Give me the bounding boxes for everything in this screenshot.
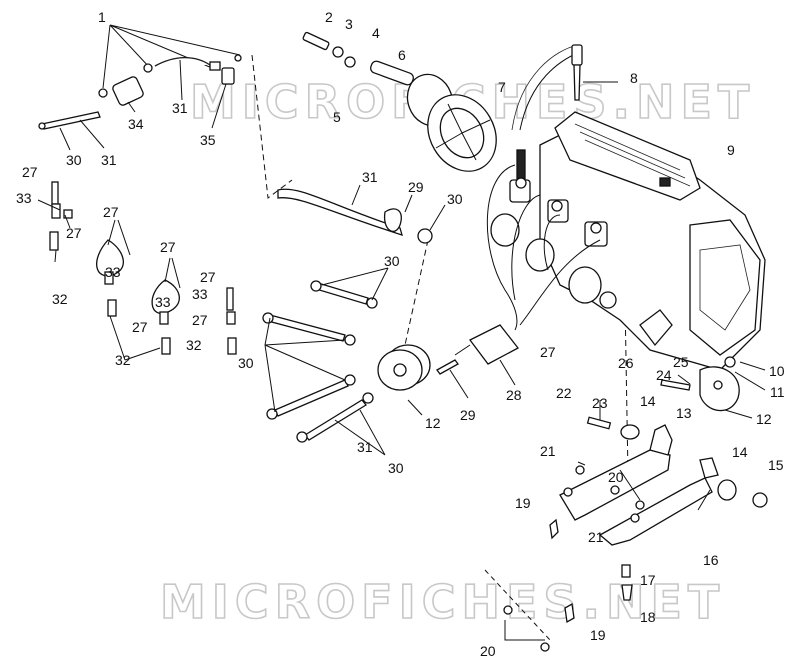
fuel-line-kit: [37, 181, 237, 361]
callout-2: 2: [325, 9, 333, 25]
callout-25: 25: [673, 354, 689, 370]
callout-33a: 33: [16, 190, 32, 206]
callout-12b: 12: [756, 411, 772, 427]
callout-32b: 32: [115, 352, 131, 368]
callout-27a: 27: [22, 164, 38, 180]
engine-mount-bracket: [503, 356, 768, 652]
callout-5: 5: [333, 109, 341, 125]
callout-27f: 27: [192, 312, 208, 328]
callout-28: 28: [506, 387, 522, 403]
callout-31d: 31: [357, 439, 373, 455]
callout-27g: 27: [132, 319, 148, 335]
callout-30a: 30: [66, 152, 82, 168]
callout-33c: 33: [155, 294, 171, 310]
callout-24: 24: [656, 367, 672, 383]
callout-21a: 21: [540, 443, 556, 459]
callout-23: 23: [592, 395, 608, 411]
callout-11: 11: [770, 384, 785, 400]
callout-19b: 19: [590, 627, 606, 643]
callout-6: 6: [398, 47, 406, 63]
callout-10: 10: [769, 363, 785, 379]
callout-22: 22: [556, 385, 572, 401]
callout-31c: 31: [362, 169, 378, 185]
callout-9: 9: [727, 142, 735, 158]
callout-29b: 29: [460, 407, 476, 423]
callout-18: 18: [640, 609, 656, 625]
callout-21b: 21: [588, 529, 604, 545]
callout-8: 8: [630, 70, 638, 86]
callout-30b: 30: [447, 191, 463, 207]
callout-7: 7: [498, 79, 506, 95]
callout-14b: 14: [732, 444, 748, 460]
callout-33d: 33: [192, 286, 208, 302]
callout-3: 3: [345, 16, 353, 32]
callout-30e: 30: [388, 460, 404, 476]
callout-29a: 29: [408, 179, 424, 195]
callout-32c: 32: [186, 337, 202, 353]
fuel-pump-assembly: [262, 184, 446, 456]
callout-27e: 27: [200, 269, 216, 285]
callout-27h: 27: [540, 344, 556, 360]
drive-clutch-assembly: [302, 31, 497, 172]
callout-33b: 33: [105, 264, 121, 280]
engine-block: [490, 111, 766, 371]
fuel-solenoid-assembly: [38, 24, 242, 151]
callout-27b: 27: [66, 225, 82, 241]
callout-30c: 30: [384, 253, 400, 269]
callout-34: 34: [128, 116, 144, 132]
watermark-bottom: MICROFICHES.NET: [160, 575, 725, 629]
callout-27c: 27: [103, 204, 119, 220]
spark-plug: [571, 44, 618, 101]
callout-12a: 12: [425, 415, 441, 431]
callout-35: 35: [200, 132, 216, 148]
fuel-filter: [436, 324, 519, 399]
callout-26: 26: [618, 355, 634, 371]
callout-13: 13: [676, 405, 692, 421]
callout-19a: 19: [515, 495, 531, 511]
callout-32a: 32: [52, 291, 68, 307]
callout-4: 4: [372, 25, 380, 41]
callout-20a: 20: [480, 643, 496, 659]
callout-20b: 20: [608, 469, 624, 485]
callout-27d: 27: [160, 239, 176, 255]
callout-31a: 31: [101, 152, 117, 168]
callout-15: 15: [768, 457, 784, 473]
callout-1: 1: [98, 9, 106, 25]
callout-16: 16: [703, 552, 719, 568]
callout-31b: 31: [172, 100, 188, 116]
callout-30d: 30: [238, 355, 254, 371]
callout-14a: 14: [640, 393, 656, 409]
callout-17: 17: [640, 572, 656, 588]
